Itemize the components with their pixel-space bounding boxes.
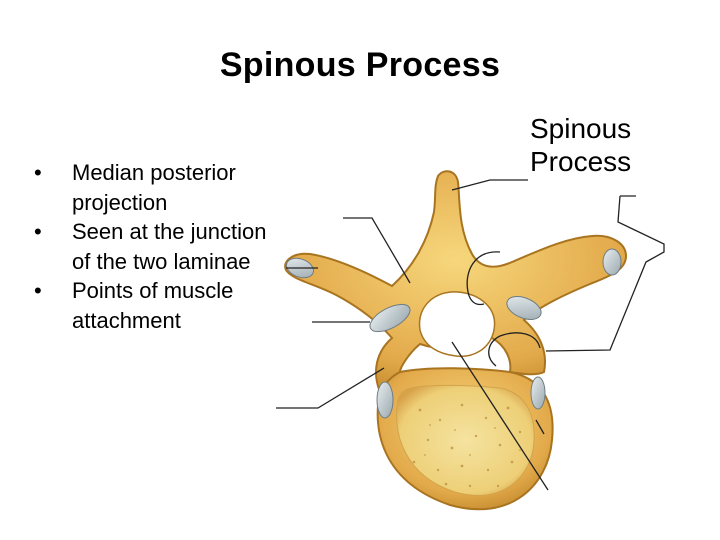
spinous-process-label: Spinous Process xyxy=(530,112,660,178)
label-line-1: Spinous xyxy=(530,113,632,144)
slide-title: Spinous Process xyxy=(219,46,501,84)
label-line-2: Process xyxy=(530,146,632,177)
trabecular-dots xyxy=(412,403,522,488)
leader-body-side xyxy=(535,419,545,435)
costal-facet-right xyxy=(530,376,546,410)
vertebral-arch xyxy=(284,170,628,395)
bullet-item: Points of muscle attachment xyxy=(34,276,274,335)
bullet-item: Median posterior projection xyxy=(34,158,274,217)
leader-spinous-process xyxy=(451,179,528,191)
costal-facet-left xyxy=(376,381,394,419)
leader-arch-lower xyxy=(488,332,541,367)
superior-facet-left xyxy=(369,303,411,333)
leader-arch-upper xyxy=(466,251,501,306)
leader-bracket xyxy=(545,195,665,352)
transverse-facet-right xyxy=(602,248,622,276)
vertebral-body-core xyxy=(396,384,535,497)
leader-lamina xyxy=(343,217,411,284)
superior-facet-right xyxy=(506,296,542,320)
leader-foramen xyxy=(451,341,549,491)
leader-pedicle xyxy=(276,367,385,409)
bullet-list: Median posterior projection Seen at the … xyxy=(34,158,274,335)
leader-lines xyxy=(276,179,665,491)
bullet-item: Seen at the junction of the two laminae xyxy=(34,217,274,276)
vertebral-foramen xyxy=(418,291,496,358)
